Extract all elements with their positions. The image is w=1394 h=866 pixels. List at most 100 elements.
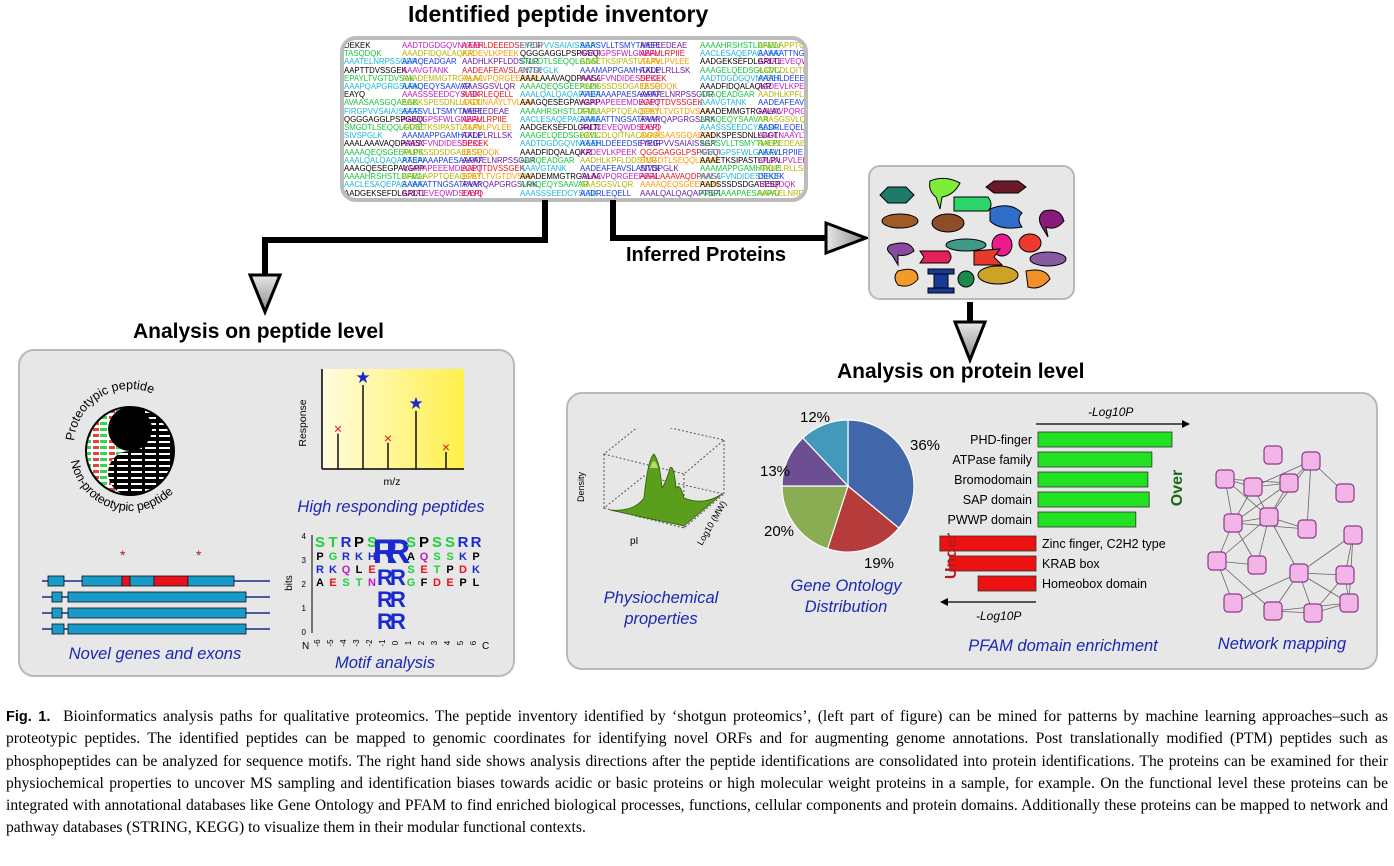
peptide-sequence: FIRGPVVSAIAISSGR bbox=[344, 106, 421, 116]
novel-exon-star: * bbox=[196, 547, 202, 563]
motif-letter: L bbox=[473, 577, 480, 589]
peptide-sequence: AADSSSDSDGAEESPAEPGAPR bbox=[580, 82, 660, 92]
peptide-sequence: AAEAFVNDIDESSPCFEWHER bbox=[402, 139, 482, 149]
peptide-sequence: AADEVLKPEEK bbox=[462, 49, 519, 59]
motif-letter: Q bbox=[342, 564, 351, 576]
peptide-sequence: AAAHLDEEEDSEYEIR bbox=[462, 42, 542, 50]
peptide-sequence: AVAASAASGQAEGK bbox=[344, 98, 419, 108]
motif-letter: E bbox=[368, 564, 375, 576]
peptide-sequence: AAAQEADGAR bbox=[700, 90, 755, 100]
peptide-sequence: AAAGELQEDSGLCVLAR bbox=[520, 131, 600, 141]
peptide-sequence: AAEEEDEAE bbox=[758, 139, 806, 149]
motif-letter: R bbox=[390, 565, 406, 590]
motif-x-tick: -6 bbox=[313, 639, 322, 647]
motif-caption: Motif analysis bbox=[335, 654, 435, 672]
over-bar-label: ATPase family bbox=[952, 453, 1032, 467]
motif-letter: P bbox=[459, 577, 466, 589]
response-axis-label: Response bbox=[297, 399, 309, 446]
exon bbox=[51, 591, 63, 603]
over-bar-label: Bromodomain bbox=[954, 473, 1032, 487]
network-node bbox=[1223, 593, 1243, 613]
motif-letter: L bbox=[356, 564, 363, 576]
novel-genes-caption: Novel genes and exons bbox=[68, 645, 242, 663]
under-bar-label: KRAB box bbox=[1042, 557, 1100, 571]
peptide-sequence: AAALQALQAQAPTSPPPPPPLK bbox=[640, 188, 720, 198]
peptide-sequence: AAAHLDEEEDSEYEIR bbox=[580, 139, 660, 149]
over-bar bbox=[1037, 431, 1173, 448]
peptide-sequence: TASQDQK bbox=[758, 180, 796, 190]
peptide-sequence: AAAVGTANK bbox=[520, 164, 567, 174]
peptide-sequence: AAAQEQYSAAVAR bbox=[700, 114, 769, 124]
peptide-sequence: AAAAVPQRGEEPERLQR bbox=[580, 172, 660, 182]
peptide-sequence: AADGEKSEFDLGRLTLER bbox=[520, 123, 600, 133]
peptide-sequence: AADHLKPFLDDSTLR bbox=[758, 90, 804, 100]
physiochemical-caption: Physiochemical properties bbox=[603, 589, 719, 628]
peptide-column: AAASVLLTSMYTMEPGLLFQKAAATGPSFWLGNEFLKAAA… bbox=[580, 42, 660, 198]
peptide-sequence: AAATGPSFWLGNEFLK bbox=[580, 49, 660, 59]
peptide-sequence: AADCDLQITNACDGSKETR bbox=[580, 131, 660, 141]
high-responding-caption: High responding peptides bbox=[297, 498, 485, 516]
caption-text: Bioinformatics analysis paths for qualit… bbox=[6, 708, 1388, 837]
figure-label: Fig. 1. bbox=[6, 709, 51, 725]
peptide-sequence: AAAETKSIPASTLTLPVAEK bbox=[402, 123, 482, 133]
network-edge bbox=[1232, 572, 1300, 604]
motif-letter: R bbox=[471, 534, 482, 551]
network-node bbox=[1297, 519, 1317, 539]
peptide-sequence: AAALQALQAQAPTSPPPPPPLK bbox=[520, 90, 600, 100]
peptide-sequence: AAAGQESEGPAVGPPQPLGK bbox=[640, 196, 720, 202]
pie-label: 12% bbox=[800, 409, 830, 426]
motif-bits-label: bits bbox=[284, 575, 295, 591]
peptide-sequence: AAAVLPVLEE bbox=[758, 155, 808, 165]
peptide-sequence: AAALQALQAQAPTSPPPPPPLK bbox=[344, 155, 424, 165]
arrow-to-inferred-proteins bbox=[610, 200, 828, 241]
peptide-sequence: AAAMAPPGAMHTKLEMGNPK bbox=[580, 65, 660, 75]
peptide-sequence: AAASVLLTSMYTMEPGLLFQK bbox=[402, 106, 482, 116]
over-bar-label: PWWP domain bbox=[947, 513, 1032, 527]
exon bbox=[67, 607, 247, 619]
peptide-sequence: AAAGELQEDSGLCVLAR bbox=[700, 65, 780, 75]
arrow-to-peptide-level bbox=[262, 200, 548, 275]
motif-letter: R bbox=[341, 534, 352, 551]
motif-letter: S bbox=[446, 551, 453, 563]
motif-letter: G bbox=[329, 551, 338, 563]
high-responding-chart: Response m/z ×★×★× bbox=[297, 368, 464, 488]
motif-x-tick: 1 bbox=[404, 640, 413, 645]
pie-slice bbox=[801, 419, 849, 488]
peptide-sequence: AAATELNRPSSGDR bbox=[758, 188, 808, 198]
peptide-sequence: AADRLEQELL bbox=[580, 188, 632, 198]
peptide-sequence: AAAETKSIPASTLTLPVAEK bbox=[700, 155, 780, 165]
peptide-sequence: AAAVGTANK bbox=[402, 65, 449, 75]
peptide-sequence: AAAGQESEGPAVGPPQPLGK bbox=[520, 98, 600, 108]
peptide-sequence: QGGGAGGLPSPGEQELSR bbox=[520, 49, 600, 59]
peptide-sequence: AAPTTDVSSGEK bbox=[758, 196, 805, 202]
peptide-sequence: AADEAFEAVSLANTDLLDEK bbox=[580, 164, 660, 174]
peptide-column: AAEAAPPTQEAQGETEPTEQAPDALEQAADTKAAAAATTN… bbox=[758, 42, 808, 202]
peptide-sequence: AAAAATTNGSATPVVVAR bbox=[580, 114, 660, 124]
motif-x-tick: -1 bbox=[378, 639, 387, 647]
under-bar-label: Zinc finger, C2H2 type bbox=[1042, 537, 1166, 551]
over-bar bbox=[1037, 511, 1137, 528]
peptide-sequence: AAADEMMGTRGALAGQPK bbox=[402, 73, 482, 83]
motif-letter: R bbox=[390, 609, 406, 634]
peptide-sequence: AAAVLRPIIE bbox=[462, 114, 507, 124]
peptide-sequence: DEKEK bbox=[344, 42, 371, 50]
peptide-sequence: AAAAHRSHSTLDFMLGAKADGETILK bbox=[520, 106, 600, 116]
peptide-sequence: AAATGPSFWLGNEFLK bbox=[402, 114, 482, 124]
peptide-sequence: AAATELNRPSSGDR bbox=[462, 155, 536, 165]
network-node bbox=[1215, 469, 1235, 489]
peptide-sequence: AAEAFVNDIDESSPCFEWHER bbox=[700, 172, 780, 182]
exon bbox=[51, 623, 65, 635]
flow-arrows bbox=[247, 200, 988, 365]
peptide-sequence: AAAETKSIPASTLTLPVAEK bbox=[580, 57, 660, 67]
peptide-sequence: AAAVLPVLEE bbox=[462, 123, 512, 133]
motif-letter: K bbox=[472, 564, 480, 576]
over-bar-label: PHD-finger bbox=[970, 433, 1032, 447]
peptide-level-panel: Proteotypic peptide Non-proteotypic pept… bbox=[18, 349, 515, 677]
peptide-sequence: AADSSSDSDGAEESPAEPGAPR bbox=[402, 147, 482, 157]
motif-letter: S bbox=[432, 534, 442, 551]
motif-letter: D bbox=[459, 564, 467, 576]
